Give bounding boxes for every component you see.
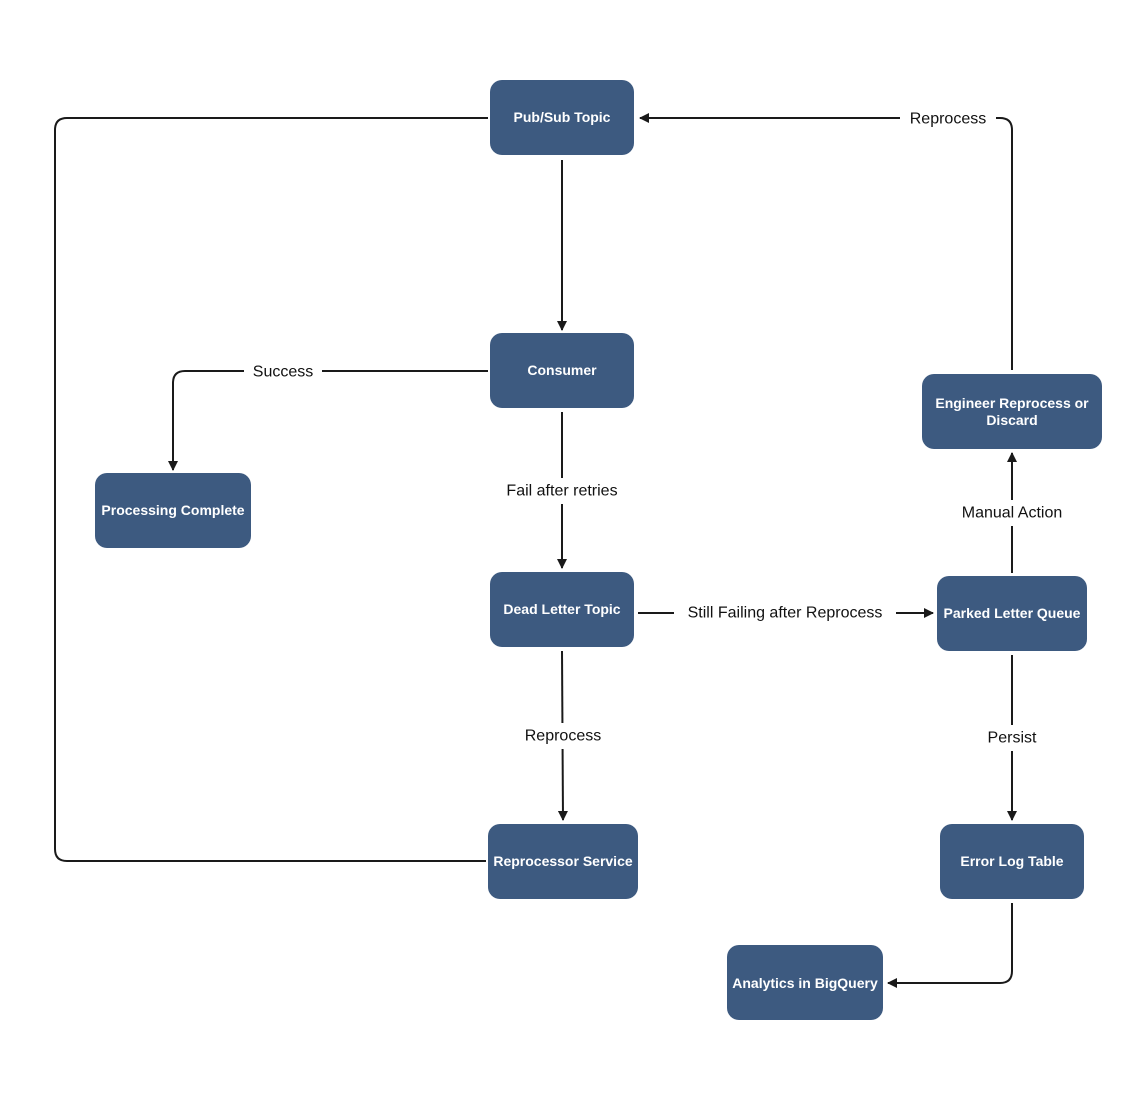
node-label-line-1: Engineer Reprocess or — [935, 395, 1089, 411]
edge-label-still-failing: Still Failing after Reprocess — [688, 605, 883, 622]
node-processing-complete[interactable]: Processing Complete — [95, 473, 251, 548]
nodes: Pub/Sub Topic Consumer Processing Comple… — [95, 80, 1102, 1020]
node-label: Processing Complete — [101, 502, 244, 518]
node-engineer-reprocess-or-discard[interactable]: Engineer Reprocess or Discard — [922, 374, 1102, 449]
node-pubsub-topic[interactable]: Pub/Sub Topic — [490, 80, 634, 155]
edge-label-success: Success — [253, 364, 313, 381]
edge-labels: Reprocess Success Fail after retries Sti… — [244, 106, 1072, 751]
node-label: Error Log Table — [960, 853, 1063, 869]
node-label: Parked Letter Queue — [944, 605, 1081, 621]
node-label-line-2: Discard — [986, 412, 1037, 428]
node-label: Reprocessor Service — [493, 853, 633, 869]
node-analytics-in-bigquery[interactable]: Analytics in BigQuery — [727, 945, 883, 1020]
node-label: Dead Letter Topic — [503, 601, 620, 617]
edge-label-reprocess-mid: Reprocess — [525, 728, 601, 745]
edge-label-manual-action: Manual Action — [962, 505, 1063, 522]
edge-label-reprocess-top: Reprocess — [910, 111, 986, 128]
node-label: Consumer — [527, 362, 597, 378]
edge-label-fail-after-retries: Fail after retries — [506, 483, 617, 500]
node-reprocessor-service[interactable]: Reprocessor Service — [488, 824, 638, 899]
node-parked-letter-queue[interactable]: Parked Letter Queue — [937, 576, 1087, 651]
edge-reprocessor-to-pubsub — [54, 117, 488, 862]
node-label: Pub/Sub Topic — [514, 109, 611, 125]
edge-error-log-to-analytics — [887, 903, 1013, 988]
edge-label-persist: Persist — [988, 730, 1037, 747]
edge-consumer-to-processing-complete — [168, 370, 488, 471]
node-error-log-table[interactable]: Error Log Table — [940, 824, 1084, 899]
node-consumer[interactable]: Consumer — [490, 333, 634, 408]
edge-engineer-to-pubsub — [639, 113, 1013, 370]
node-label: Analytics in BigQuery — [732, 975, 878, 991]
node-dead-letter-topic[interactable]: Dead Letter Topic — [490, 572, 634, 647]
